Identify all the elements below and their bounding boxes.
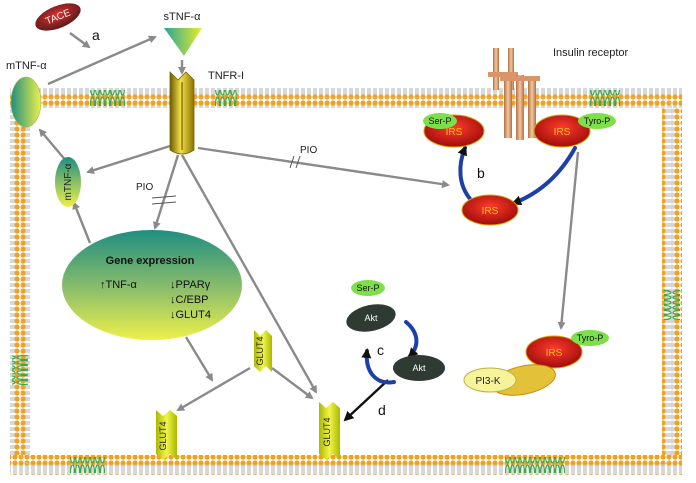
gene-cebp: ↓C/EBP — [170, 294, 209, 306]
pio-label-1: PIO — [300, 145, 317, 156]
ser-p-label-irs: Ser-P — [428, 116, 451, 126]
insulin-receptor — [488, 48, 540, 140]
tnfr-label: TNFR-I — [208, 70, 244, 82]
glut4-left-label: GLUT4 — [158, 421, 168, 450]
pathway-arrows — [38, 32, 580, 412]
mtnf-membrane-icon — [10, 76, 42, 128]
gene-ppar: ↓PPARγ — [170, 279, 211, 291]
akt-top: Akt — [346, 304, 396, 332]
ser-p-label-akt: Ser-P — [356, 283, 379, 293]
akt-bottom: Akt — [393, 355, 445, 381]
mtnf-cytoplasm-label: mTNF-α — [63, 163, 74, 200]
membrane-channel — [70, 457, 105, 473]
tace-enzyme: TACE — [35, 3, 81, 31]
label-a: a — [92, 27, 100, 43]
membrane-channel — [12, 355, 28, 385]
tyro-p-tag-irs: Tyro-P — [578, 113, 616, 129]
stnf-label: sTNF-α — [164, 11, 202, 23]
arrow-glut4-to-membrane-right — [271, 367, 314, 400]
stnf-icon — [164, 28, 202, 56]
irs-right: IRS — [533, 114, 591, 148]
membrane-channel — [215, 90, 237, 106]
mtnf-membrane-label: mTNF-α — [6, 60, 47, 72]
arrow-tnfr-to-mtnf — [86, 144, 171, 174]
arrow-glut4-to-membrane-left — [176, 366, 251, 412]
glut4-membrane-right: GLUT4 — [319, 402, 340, 460]
akt-phospho-cycle — [361, 320, 419, 385]
glut4-right-label: GLUT4 — [322, 417, 332, 446]
membrane-channel — [664, 290, 680, 320]
glut4-vesicle: GLUT4 — [254, 330, 272, 372]
arrow-akt-to-glut4 — [343, 379, 389, 422]
arrow-ge-to-glut4 — [184, 336, 214, 382]
ser-p-tag-irs: Ser-P — [423, 113, 457, 129]
pi3k: PI3-K — [463, 364, 556, 396]
glut4-vesicle-label: GLUT4 — [255, 336, 265, 365]
gene-expression-nucleus: Gene expression ↑TNF-α ↓PPARγ ↓C/EBP ↓GL… — [62, 230, 242, 340]
pi3k-label: PI3-K — [475, 376, 500, 387]
label-c: c — [377, 342, 384, 358]
irs-lower-label: IRS — [546, 348, 563, 359]
arrow-tace-to-a — [69, 32, 91, 49]
pio-label-2: PIO — [136, 182, 153, 193]
gene-tnf: ↑TNF-α — [100, 279, 138, 291]
mtnf-cytoplasm: mTNF-α — [55, 157, 81, 207]
gene-expression-title: Gene expression — [106, 255, 195, 267]
irs-bottom-label: IRS — [482, 206, 499, 217]
tyro-p-tag-irs-lower: Tyro-P — [571, 330, 609, 346]
arrow-ge-to-mtnf — [72, 201, 92, 244]
akt-bottom-label: Akt — [412, 363, 426, 373]
tyro-p-label-irs: Tyro-P — [584, 116, 611, 126]
arrow-mtnf-to-stnf — [47, 35, 157, 86]
ser-p-tag-akt: Ser-P — [351, 280, 385, 296]
tyro-p-label-lower: Tyro-P — [577, 333, 604, 343]
arrow-irs-to-irs-tyro — [557, 151, 580, 330]
irs-phospho-cycle — [457, 145, 577, 206]
arrow-mtnf-to-membrane — [38, 128, 68, 163]
membrane-channel — [90, 90, 125, 106]
irs-lower: IRS — [525, 335, 583, 369]
tnfr-receptor — [169, 71, 195, 155]
glut4-membrane-left: GLUT4 — [156, 410, 177, 460]
irs-bottom: IRS — [461, 194, 519, 226]
label-d: d — [378, 402, 386, 418]
membrane-channel — [590, 90, 620, 106]
pio-inhibition-marks — [151, 155, 301, 205]
irs-right-label: IRS — [554, 127, 571, 138]
gene-glut4: ↓GLUT4 — [170, 309, 211, 321]
arrow-tnfr-to-glut4 — [180, 154, 318, 394]
arrow-tnfr-to-irs — [197, 146, 450, 189]
irs-left-label: IRS — [446, 127, 463, 138]
membrane-channel — [505, 457, 565, 473]
arrow-tnfr-to-ge — [152, 154, 180, 230]
akt-top-label: Akt — [364, 313, 378, 323]
insulin-receptor-label: Insulin receptor — [553, 47, 629, 59]
label-b: b — [477, 165, 485, 181]
